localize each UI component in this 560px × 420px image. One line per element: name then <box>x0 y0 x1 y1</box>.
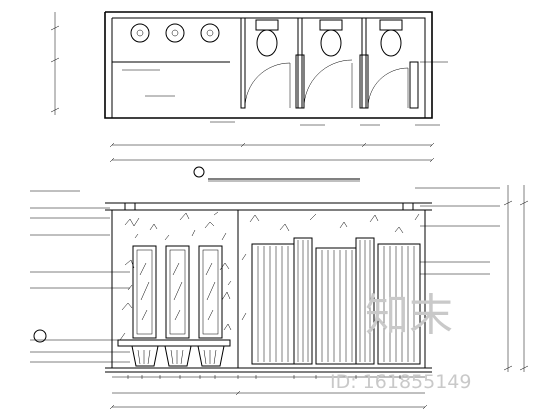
watermark-logo: 知末 <box>365 290 453 341</box>
toilet-icon <box>255 19 279 57</box>
mirror <box>198 245 223 339</box>
detail-marker-icon <box>33 329 47 343</box>
basin-icon <box>197 345 225 367</box>
sink-icon <box>165 23 185 43</box>
mirror <box>165 245 190 339</box>
drawing-title <box>193 166 360 182</box>
stall-partition <box>355 237 375 365</box>
toilet-icon <box>319 19 343 57</box>
sink-icon <box>130 23 150 43</box>
stall-partition <box>293 237 313 365</box>
restroom-plan <box>50 11 448 163</box>
watermark: 知末 ID: 161855149 <box>330 290 471 393</box>
basin-icon <box>164 345 192 367</box>
sink-icon <box>200 23 220 43</box>
basin-icon <box>131 345 159 367</box>
toilet-icon <box>379 19 403 57</box>
stall-door <box>315 247 357 365</box>
stall-door <box>251 243 295 365</box>
mirror <box>132 245 157 339</box>
watermark-id: ID: 161855149 <box>330 371 471 393</box>
stall-door <box>377 243 421 365</box>
restroom-elevation <box>30 185 529 410</box>
